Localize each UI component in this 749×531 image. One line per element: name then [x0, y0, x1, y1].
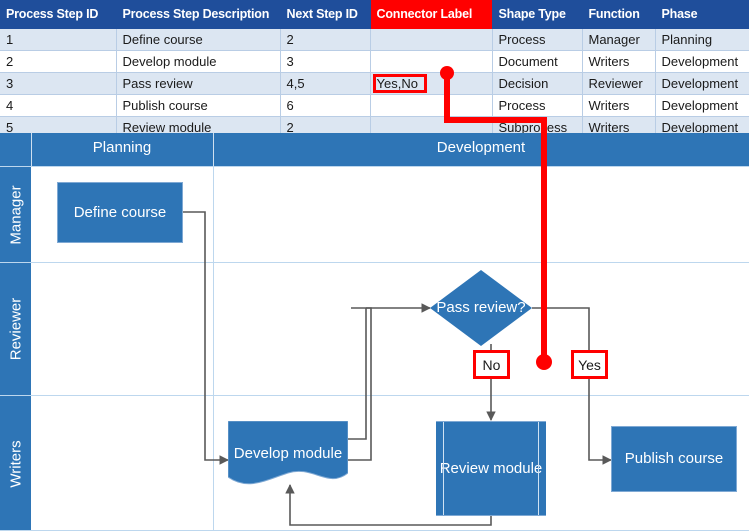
- cell-connector-label[interactable]: [370, 50, 493, 73]
- cell-connector-label[interactable]: [370, 29, 493, 51]
- lane-header-reviewer[interactable]: Reviewer: [0, 263, 31, 395]
- table-row[interactable]: 2 Develop module 3 Document Writers Deve…: [0, 50, 749, 73]
- column-header-process-step-id[interactable]: Process Step ID: [0, 0, 117, 29]
- connector-label-yes-text: Yes: [578, 356, 601, 373]
- table-row[interactable]: 1 Define course 2 Process Manager Planni…: [0, 29, 749, 51]
- lane-body-reviewer: [31, 263, 749, 395]
- cell-next-step-id[interactable]: 2: [280, 29, 371, 51]
- connector-develop-riser: [348, 307, 372, 461]
- cell-shape-type[interactable]: Process: [492, 94, 583, 117]
- lane-separator: [0, 262, 749, 263]
- cell-connector-label[interactable]: [370, 94, 493, 117]
- table-row[interactable]: 3 Pass review 4,5 Yes,No Decision Review…: [0, 72, 749, 95]
- connector-define-to-develop: [183, 211, 229, 465]
- cell-description[interactable]: Develop module: [116, 50, 281, 73]
- shape-label-define-course: Define course: [73, 203, 167, 221]
- lane-header-writers[interactable]: Writers: [0, 396, 31, 531]
- cell-shape-type[interactable]: Process: [492, 29, 583, 51]
- shape-pass-review-decision[interactable]: Pass review?: [430, 270, 532, 346]
- phase-seam-left: [31, 133, 32, 166]
- cell-shape-type[interactable]: Document: [492, 50, 583, 73]
- cell-phase[interactable]: Planning: [655, 29, 749, 51]
- shape-label-review-module: Review module: [439, 459, 543, 477]
- cell-phase[interactable]: Development: [655, 72, 749, 95]
- connector-decision-left-leg: [348, 308, 367, 440]
- phase-header-bar: Planning Development: [0, 133, 749, 166]
- shape-review-module[interactable]: Review module: [436, 421, 546, 516]
- table-row[interactable]: 4 Publish course 6 Process Writers Devel…: [0, 94, 749, 117]
- cell-connector-label-highlighted[interactable]: Yes,No: [370, 72, 493, 95]
- swimlane-flowchart: Planning Development Manager Reviewer Wr…: [0, 133, 749, 531]
- column-header-process-step-description[interactable]: Process Step Description: [116, 0, 281, 29]
- column-header-shape-type[interactable]: Shape Type: [492, 0, 583, 29]
- column-header-phase[interactable]: Phase: [655, 0, 749, 29]
- connector-yes-to-publish: [532, 307, 612, 465]
- cell-description[interactable]: Define course: [116, 29, 281, 51]
- connector-label-no-text: No: [482, 356, 501, 373]
- connector-layer: [183, 211, 612, 526]
- connector-label-no[interactable]: No: [473, 350, 510, 379]
- spacer: [363, 308, 430, 439]
- phase-seam-mid: [213, 133, 214, 166]
- subprocess-bar-right: [538, 422, 539, 515]
- column-header-next-step-id[interactable]: Next Step ID: [280, 0, 371, 29]
- subprocess-bar-left: [443, 422, 444, 515]
- process-steps-table: Process Step ID Process Step Description…: [0, 0, 749, 139]
- cell-function[interactable]: Writers: [582, 94, 656, 117]
- shape-label-publish-course: Publish course: [624, 450, 724, 468]
- cell-description[interactable]: Pass review: [116, 72, 281, 95]
- cell-next-step-id[interactable]: 6: [280, 94, 371, 117]
- cell-description[interactable]: Publish course: [116, 94, 281, 117]
- column-header-function[interactable]: Function: [582, 0, 656, 29]
- lane-header-manager[interactable]: Manager: [0, 167, 31, 262]
- cell-step-id[interactable]: 3: [0, 72, 117, 95]
- document-shape-icon: [228, 421, 348, 485]
- cell-step-id[interactable]: 4: [0, 94, 117, 117]
- shape-publish-course[interactable]: Publish course: [611, 426, 737, 492]
- cell-next-step-id[interactable]: 4,5: [280, 72, 371, 95]
- lane-separator: [0, 166, 749, 167]
- phase-column-divider: [213, 167, 214, 531]
- cell-step-id[interactable]: 1: [0, 29, 117, 51]
- shape-define-course[interactable]: Define course: [57, 182, 183, 243]
- cell-function[interactable]: Writers: [582, 50, 656, 73]
- cell-function[interactable]: Reviewer: [582, 72, 656, 95]
- column-header-connector-label[interactable]: Connector Label: [370, 0, 493, 29]
- cell-phase[interactable]: Development: [655, 50, 749, 73]
- cell-phase[interactable]: Development: [655, 94, 749, 117]
- phase-label-planning: Planning: [92, 139, 152, 156]
- connector-label-yes[interactable]: Yes: [571, 350, 608, 379]
- shape-label-develop-module: Develop module: [233, 445, 343, 463]
- lane-separator: [0, 395, 749, 396]
- connector-label-value: Yes,No: [376, 76, 418, 91]
- cell-next-step-id[interactable]: 3: [280, 50, 371, 73]
- shape-label-pass-review: Pass review?: [436, 299, 526, 317]
- shape-develop-module[interactable]: Develop module: [228, 421, 348, 487]
- table-header-row: Process Step ID Process Step Description…: [0, 0, 749, 29]
- connector-review-back-to-develop: [285, 484, 492, 526]
- cell-step-id[interactable]: 2: [0, 50, 117, 73]
- cell-function[interactable]: Manager: [582, 29, 656, 51]
- cell-shape-type[interactable]: Decision: [492, 72, 583, 95]
